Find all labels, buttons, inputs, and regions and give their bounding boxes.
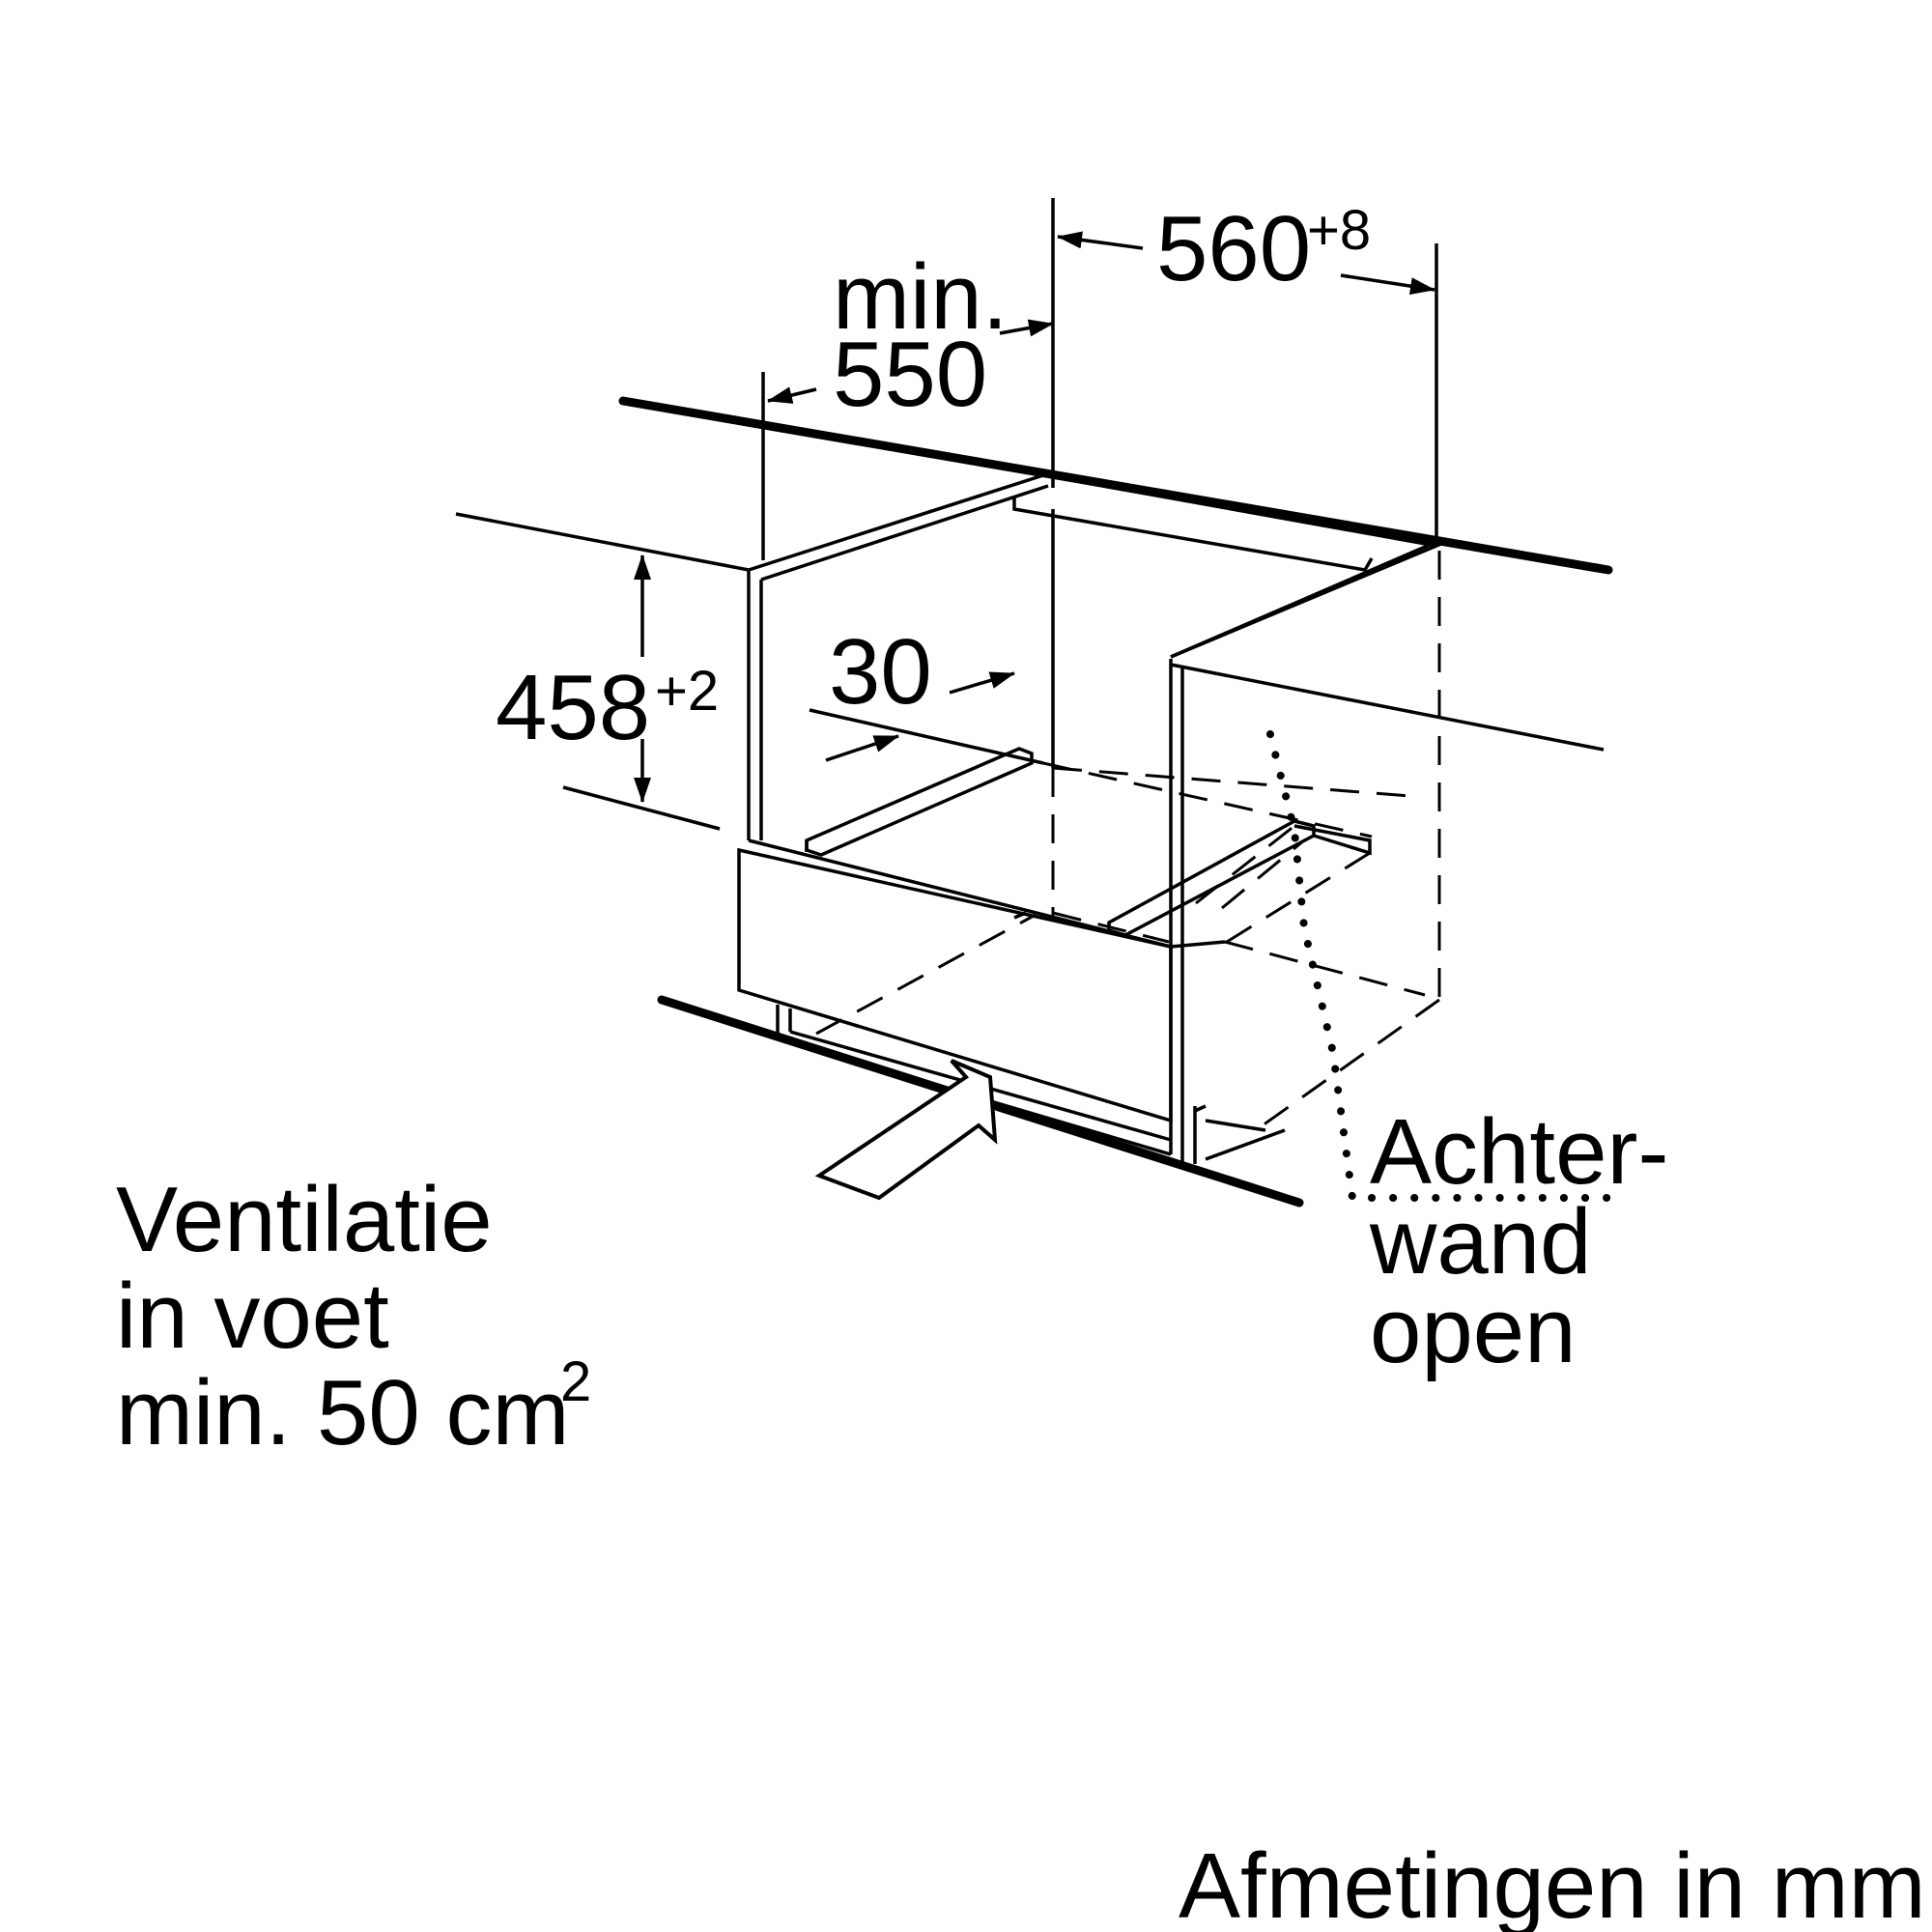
height-tolerance-label: +2 <box>655 660 719 723</box>
ventilation-arrow <box>814 1059 998 1201</box>
hidden-edges <box>815 551 1441 1132</box>
cabinet-frame <box>747 473 1443 1121</box>
back-wall-note-line-3: open <box>1370 1279 1577 1382</box>
ventilation-note-line-1: Ventilatie <box>116 1168 493 1271</box>
ventilation-note-line-3: min. 50 cm <box>116 1361 569 1464</box>
depth-value-label: 560 <box>1156 197 1311 300</box>
ventilation-note-line-2: in voet <box>116 1264 389 1368</box>
height-value-label: 458 <box>496 656 650 759</box>
units-footer: Afmetingen in mm <box>1179 1834 1926 1932</box>
back-wall-note-line-2: wand <box>1369 1190 1592 1293</box>
back-wall-note-line-1: Achter- <box>1370 1100 1668 1204</box>
ventilation-note-superscript: 2 <box>560 1350 591 1413</box>
width-value-label: 550 <box>833 323 987 426</box>
gap-value-label: 30 <box>829 620 932 724</box>
width-prefix-label: min. <box>833 245 1008 349</box>
depth-tolerance-label: +8 <box>1307 199 1371 262</box>
dimension-markers <box>634 198 1438 803</box>
open-back-wall-indicator <box>1266 730 1612 1202</box>
